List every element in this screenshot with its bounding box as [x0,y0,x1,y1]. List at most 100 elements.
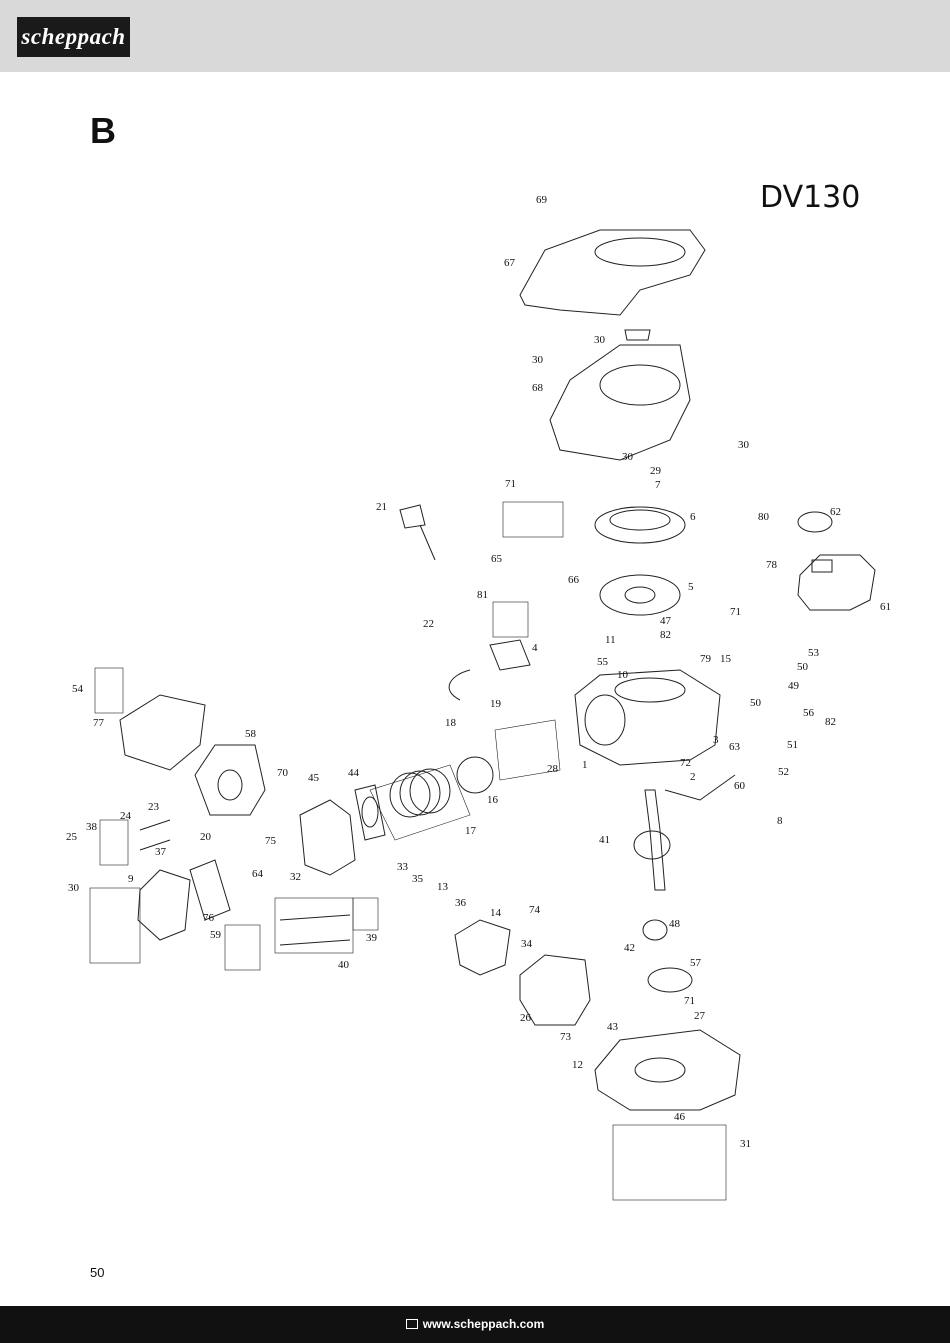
page-footer: www.scheppach.com [0,1306,950,1343]
part-4-coil [448,639,531,701]
part-number-label: 52 [778,766,789,778]
part-17-rings [389,772,431,818]
part-number-label: 50 [750,697,762,709]
part-number-label: 30 [738,439,750,451]
part-31-bolts [612,1124,727,1201]
part-number-label: 37 [155,846,167,858]
part-number-label: 71 [684,995,695,1007]
part-23-valve [139,819,171,851]
part-number-label: 75 [265,835,277,847]
part-number-label: 4 [532,642,538,654]
diagram-svg: 69 67 30 30 68 30 30 29 7 6 80 62 21 71 … [66,194,891,1201]
part-number-label: 21 [376,501,387,513]
part-number-label: 39 [366,932,378,944]
part-number-label: 82 [660,629,671,641]
part-number-label: 36 [455,897,467,909]
part-45-head [299,799,356,876]
part-number-label: 30 [68,882,80,894]
part-number-label: 41 [599,834,610,846]
footer-url[interactable]: www.scheppach.com [422,1317,545,1331]
part-26-airbox [519,954,591,1026]
page-header: scheppach [0,0,950,72]
part-number-label: 78 [766,559,778,571]
part-number-label: 54 [72,683,84,695]
part-number-label: 19 [490,698,502,710]
part-67-cover [519,229,706,316]
part-number-label: 44 [348,767,360,779]
part-number-label: 30 [532,354,544,366]
part-number-label: 18 [445,717,457,729]
part-number-label: 10 [617,669,629,681]
part-number-label: 58 [245,728,257,740]
part-1-block [574,669,721,766]
part-number-label: 25 [66,831,78,843]
part-number-label: 73 [560,1031,572,1043]
part-number-label: 67 [504,257,516,269]
part-12-base [594,1029,741,1111]
part-number-label: 14 [490,907,502,919]
part-5-disc [599,574,681,616]
part-number-label: 71 [505,478,516,490]
part-number-label: 6 [690,511,696,523]
page-number: 50 [90,1265,105,1280]
part-number-label: 26 [520,1012,532,1024]
section-letter: B [90,110,116,151]
part-6-flywheel [594,506,686,544]
part-number-label: 8 [777,815,783,827]
part-16-piston [456,756,494,794]
part-62-cap [797,511,833,533]
part-number-label: 76 [203,912,215,924]
part-number-label: 65 [491,553,503,565]
part-number-label: 80 [758,511,770,523]
part-number-label: 61 [880,601,891,613]
part-number-label: 56 [803,707,815,719]
model-name: DV130 [760,180,861,215]
part-number-label: 32 [290,871,301,883]
part-number-label: 66 [568,574,580,586]
part-58-filter [194,744,266,816]
part-number-label: 68 [532,382,544,394]
monitor-icon [405,1318,418,1329]
part-71-box [502,501,564,538]
part-number-label: 82 [825,716,836,728]
part-number-label: 48 [669,918,681,930]
part-number-label: 43 [607,1021,619,1033]
part-number-label: 1 [582,759,588,771]
part-number-label: 2 [690,771,696,783]
part-81-box [492,601,529,638]
part-28-rod [494,719,561,781]
part-76-gasket [189,859,231,921]
part-number-label: 72 [680,757,691,769]
part-number-label: 30 [622,451,634,463]
part-number-label: 62 [830,506,841,518]
part-57-gear [647,967,693,993]
part-number-label: 55 [597,656,609,668]
part-number-label: 69 [536,194,548,206]
part-number-label: 15 [720,653,732,665]
part-number-label: 71 [730,606,741,618]
part-number-label: 22 [423,618,434,630]
part-number-label: 40 [338,959,350,971]
part-21-dipstick [399,504,436,561]
part-number-label: 27 [694,1010,706,1022]
part-number-label: 79 [700,653,712,665]
part-number-label: 13 [437,881,449,893]
part-68-housing [549,344,691,461]
part-number-label: 64 [252,868,264,880]
part-number-label: 35 [412,873,424,885]
part-number-label: 45 [308,772,320,784]
part-number-label: 38 [86,821,98,833]
part-number-label: 28 [547,763,559,775]
part-number-label: 9 [128,873,134,885]
part-number-label: 51 [787,739,798,751]
part-60-link [664,774,736,801]
part-number-label: 30 [594,334,606,346]
part-77-shield [119,694,206,771]
part-number-labels: 69 67 30 30 68 30 30 29 7 6 80 62 21 71 … [66,194,891,1150]
part-40-pushrods [279,914,351,946]
part-59-rockers [224,924,261,971]
part-number-label: 74 [529,904,541,916]
part-9-muffler [137,869,191,941]
part-number-label: 17 [465,825,477,837]
part-number-label: 12 [572,1059,583,1071]
